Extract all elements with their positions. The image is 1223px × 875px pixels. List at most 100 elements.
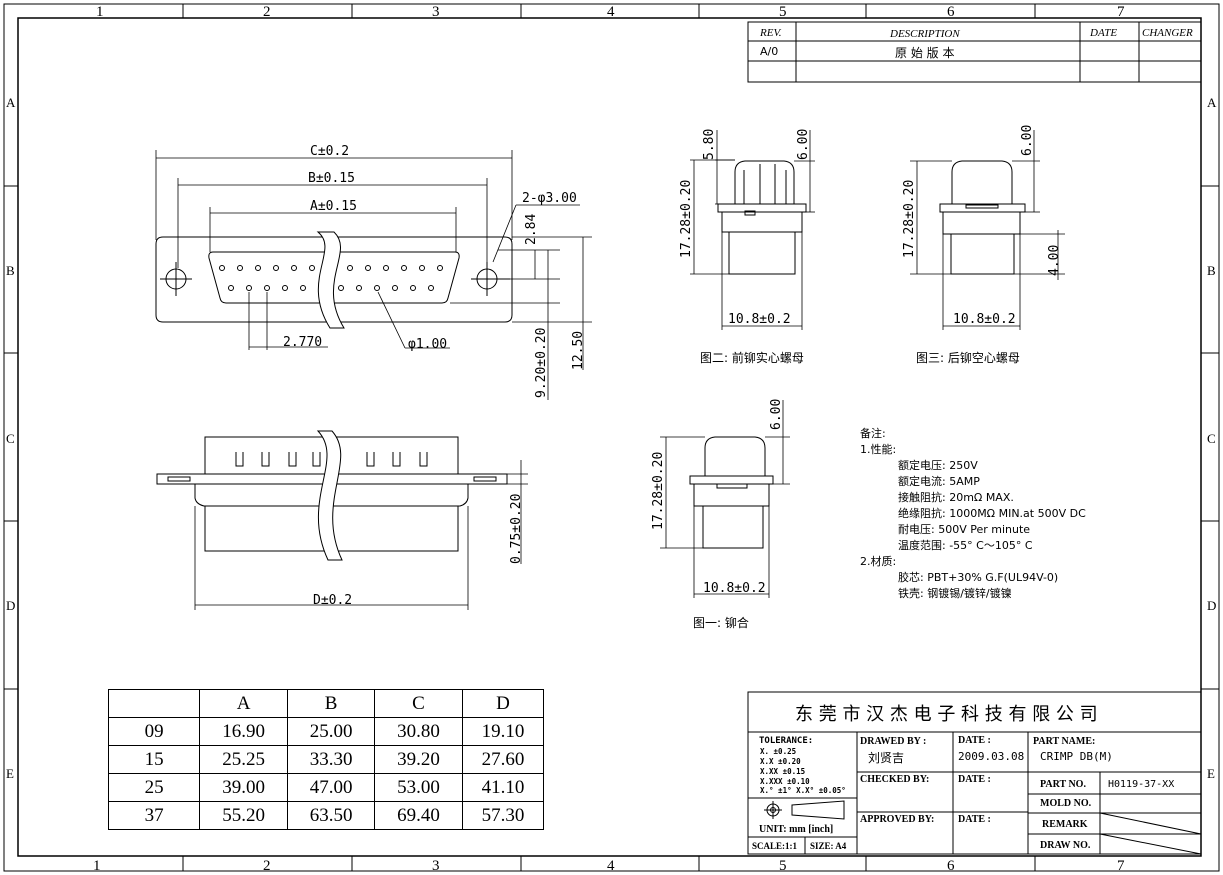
zone-top-7: 7	[1117, 4, 1125, 20]
table-row: 15 25.25 33.30 39.20 27.60	[107, 745, 545, 774]
approved-date-label: DATE :	[958, 814, 991, 825]
table-header-cell: A	[199, 689, 289, 718]
zone-bottom-6: 6	[947, 858, 955, 874]
size-label: SIZE: A4	[810, 841, 847, 851]
zone-top-5: 5	[779, 4, 787, 20]
tolerance-title: TOLERANCE:	[759, 736, 813, 746]
zone-top-4: 4	[607, 4, 615, 20]
changer-header: CHANGER	[1142, 27, 1193, 39]
pin-holes	[219, 265, 443, 291]
fig3-dim-400: 4.00	[1047, 245, 1062, 276]
checked-date-label: DATE :	[958, 774, 991, 785]
table-cell: 27.60	[461, 745, 545, 774]
fig2-dim-580: 5.80	[702, 129, 717, 160]
fig3-dim-600: 6.00	[1020, 125, 1035, 156]
fig3-dim-108: 10.8±0.2	[953, 312, 1016, 327]
fig1-dim-1728: 17.28±0.20	[651, 452, 666, 530]
table-header-row: A B C D	[107, 689, 545, 718]
table-cell: 63.50	[287, 801, 376, 830]
drawn-by-value: 刘贤吉	[868, 751, 904, 765]
zone-ticks	[4, 4, 1219, 871]
fig2-drawing	[717, 160, 807, 275]
dim-284-label: 2.84	[524, 214, 539, 245]
fig2-caption: 图二: 前铆实心螺母	[700, 350, 804, 365]
zone-right-b: B	[1207, 263, 1216, 278]
tolerance-2: X.X ±0.20	[760, 757, 801, 766]
notes-perf-3: 接触阻抗: 20mΩ MAX.	[898, 490, 1014, 504]
zone-bottom-2: 2	[263, 858, 271, 874]
table-header-cell: C	[374, 689, 463, 718]
zone-left-e: E	[6, 766, 14, 781]
fig1-caption: 图一: 铆合	[693, 615, 749, 630]
table-cell: 30.80	[374, 717, 463, 746]
notes-perf-6: 温度范围: -55° C～105° C	[898, 538, 1033, 552]
table-cell: 39.00	[199, 773, 289, 802]
dim-1250-label: 12.50	[571, 331, 586, 370]
fig3-caption: 图三: 后铆空心螺母	[916, 350, 1020, 365]
zone-labels: 1 2 3 4 5 6 7 1 2 3 4 5 6 7 A B C D E A …	[6, 4, 1217, 874]
table-cell: 53.00	[374, 773, 463, 802]
dim-a-label: A±0.15	[310, 199, 357, 214]
dimension-table: A B C D 09 16.90 25.00 30.80 19.10 15 25…	[107, 689, 545, 830]
tolerance-3: X.XX ±0.15	[760, 767, 805, 776]
rev-value: A/0	[760, 45, 778, 58]
side-dimensions	[194, 460, 528, 610]
pitch-label: 2.770	[283, 335, 322, 350]
dim-920-label: 9.20±0.20	[534, 328, 549, 398]
zone-top-1: 1	[96, 4, 104, 20]
dim-d-label: D±0.2	[313, 593, 352, 608]
unit-label: UNIT: mm [inch]	[759, 824, 833, 835]
table-header-cell: B	[287, 689, 376, 718]
zone-right-d: D	[1207, 598, 1216, 613]
table-header-cell	[107, 689, 201, 718]
zone-bottom-3: 3	[432, 858, 440, 874]
part-name-value: CRIMP DB(M)	[1040, 750, 1113, 763]
table-cell: 55.20	[199, 801, 289, 830]
zone-bottom-4: 4	[607, 858, 615, 874]
table-row: 37 55.20 63.50 69.40 57.30	[107, 801, 545, 830]
tolerance-5: X.° ±1° X.X° ±0.05°	[760, 786, 846, 795]
description-header: DESCRIPTION	[889, 28, 960, 40]
zone-right-c: C	[1207, 431, 1216, 446]
zone-left-c: C	[6, 431, 15, 446]
dim-c-label: C±0.2	[310, 144, 349, 159]
notes-perf-4: 绝缘阻抗: 1000MΩ MIN.at 500V DC	[898, 506, 1086, 520]
drawn-by-label: DRAWED BY :	[860, 736, 926, 747]
fig2-dim-1728: 17.28±0.20	[679, 180, 694, 258]
revision-table	[747, 21, 1202, 83]
part-no-value: H0119-37-XX	[1108, 779, 1174, 790]
table-cell: 47.00	[287, 773, 376, 802]
tolerance-block: TOLERANCE: X. ±0.25 X.X ±0.20 X.XX ±0.15…	[759, 736, 846, 795]
pin-diameter-label: φ1.00	[408, 337, 447, 352]
fig2-dimensions	[690, 130, 815, 330]
fig3-dimensions	[910, 130, 1065, 330]
front-dimensions	[155, 150, 592, 400]
zone-bottom-5: 5	[779, 858, 787, 874]
table-cell: 69.40	[374, 801, 463, 830]
table-header-cell: D	[461, 689, 545, 718]
rev-header: REV.	[759, 27, 782, 39]
date-header: DATE	[1089, 27, 1117, 39]
notes: 备注: 1.性能: 额定电压: 250V 额定电流: 5AMP 接触阻抗: 20…	[860, 426, 1086, 600]
notes-perf-2: 额定电流: 5AMP	[898, 474, 980, 488]
zone-bottom-1: 1	[93, 858, 101, 874]
company-name: 东 莞 市 汉 杰 电 子 科 技 有 限 公 司	[795, 704, 1098, 725]
table-cell: 25.25	[199, 745, 289, 774]
notes-mat-1: 胶芯: PBT+30% G.F(UL94V-0)	[898, 570, 1058, 584]
break-symbol	[316, 231, 345, 329]
checked-by-label: CHECKED BY:	[860, 774, 929, 785]
table-cell: 33.30	[287, 745, 376, 774]
draw-no-label: DRAW NO.	[1040, 840, 1091, 851]
zone-right-a: A	[1207, 95, 1217, 110]
table-cell: 39.20	[374, 745, 463, 774]
table-cell: 09	[107, 717, 201, 746]
notes-mat-title: 2.材质:	[860, 554, 896, 568]
zone-top-2: 2	[263, 4, 271, 20]
zone-top-3: 3	[432, 4, 440, 20]
title-block	[747, 691, 1202, 855]
hole-label: 2-φ3.00	[522, 191, 577, 206]
zone-left-a: A	[6, 95, 16, 110]
dim-075-label: 0.75±0.20	[509, 494, 524, 564]
table-cell: 37	[107, 801, 201, 830]
